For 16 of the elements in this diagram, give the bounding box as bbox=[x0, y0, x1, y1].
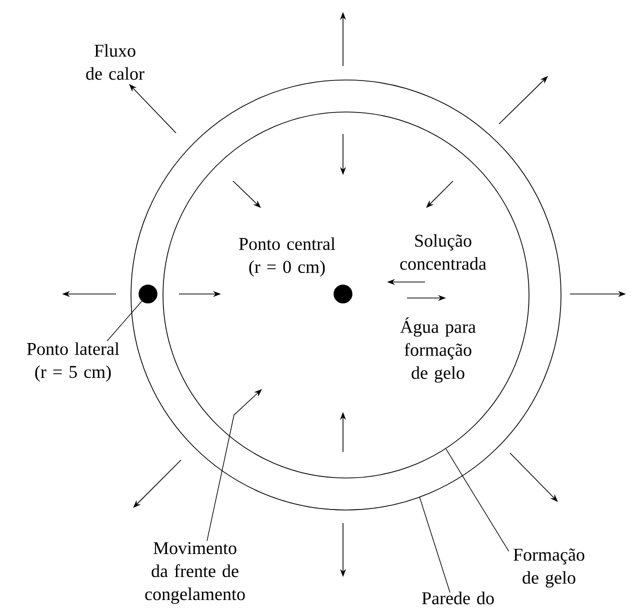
callout-label: Solução concentrada bbox=[400, 234, 486, 270]
leader-label: Movimento da frente de congelamento bbox=[145, 542, 245, 604]
callout-label: Ponto central (r = 0 cm) bbox=[239, 237, 336, 277]
point-marker bbox=[334, 284, 352, 304]
leader-line bbox=[419, 497, 450, 593]
leader-label: Parede do bbox=[422, 592, 494, 604]
leader-label: Ponto lateral (r = 5 cm) bbox=[27, 342, 120, 382]
circle-outline bbox=[130, 80, 562, 510]
leader-line bbox=[106, 300, 142, 342]
circle-outline bbox=[162, 112, 530, 478]
callout-label: Fluxo de calor bbox=[86, 44, 144, 80]
leader-label: Formação de gelo bbox=[514, 548, 584, 588]
point-marker bbox=[138, 284, 158, 304]
leader-line bbox=[446, 448, 510, 552]
leader-line bbox=[206, 389, 262, 542]
callout-label: Água para formação de gelo bbox=[400, 317, 476, 383]
